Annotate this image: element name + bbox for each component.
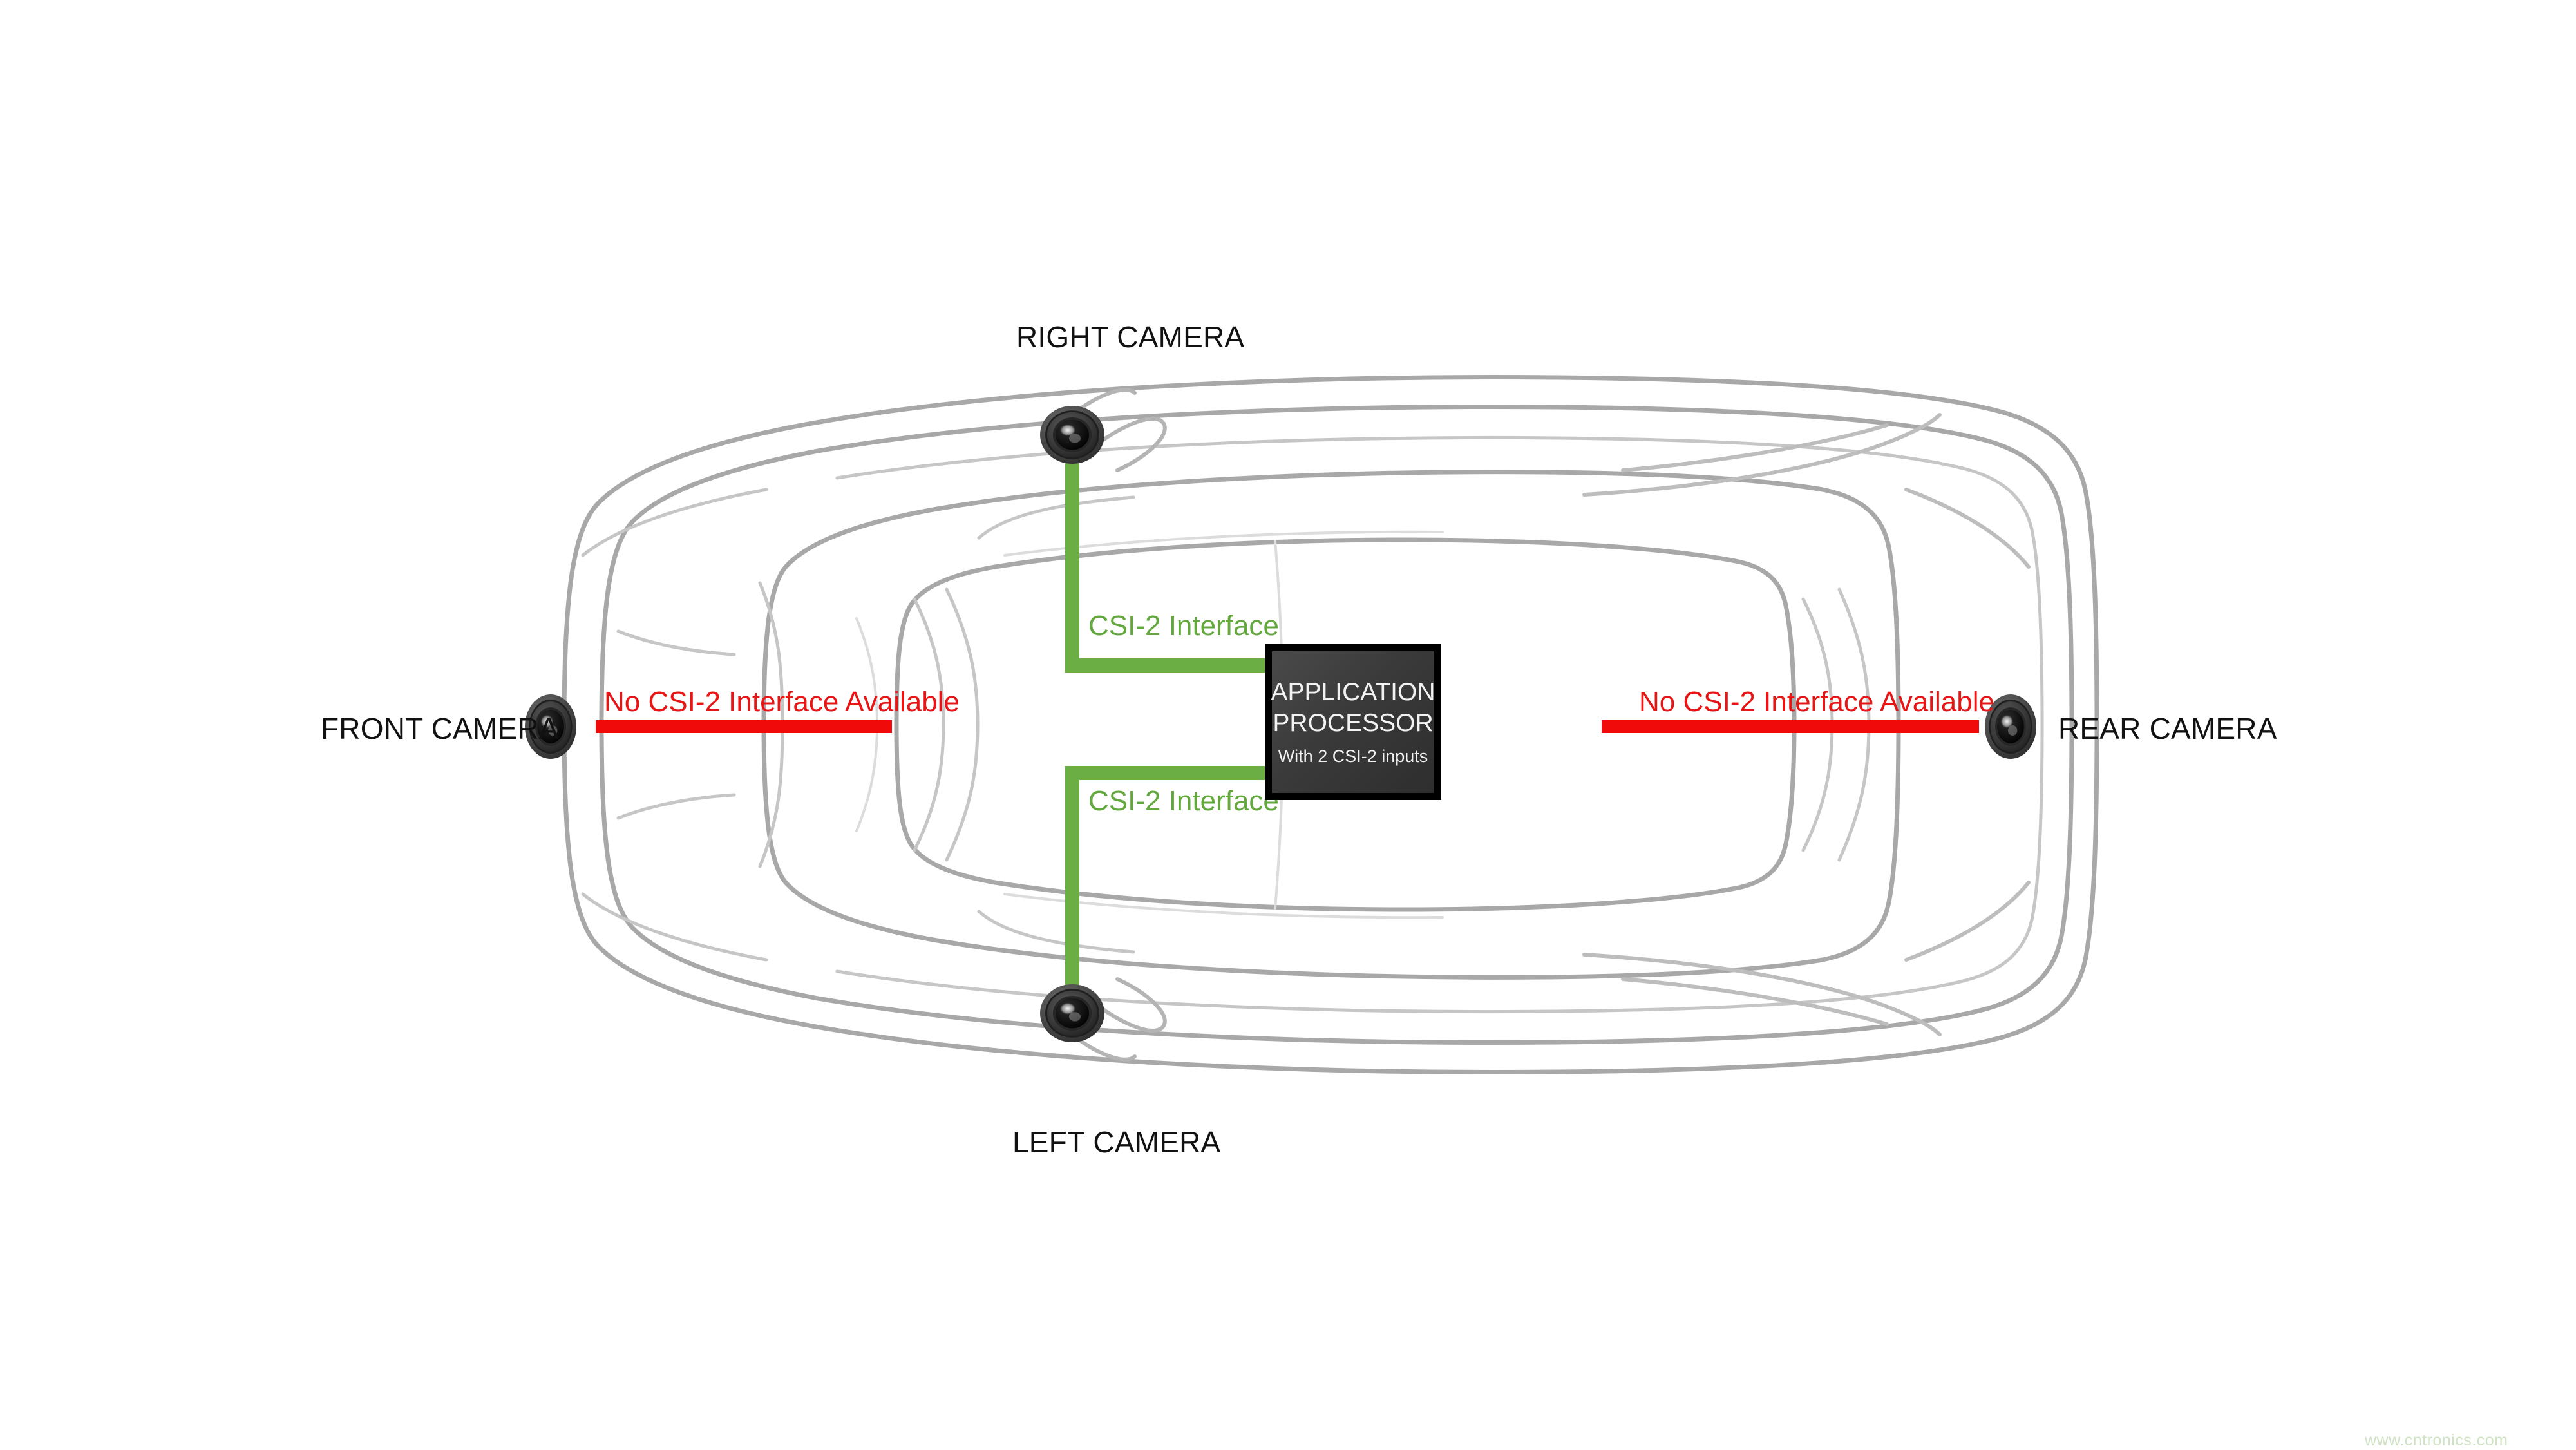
rear-camera-label: REAR CAMERA — [2058, 712, 2277, 745]
application-processor-title-line1: APPLICATION — [1271, 678, 1435, 707]
application-processor-subtitle: With 2 CSI-2 inputs — [1278, 747, 1428, 767]
right-camera-lens-icon[interactable] — [1040, 406, 1104, 464]
application-processor-title-line2: PROCESSOR — [1273, 709, 1434, 737]
site-watermark: www.cntronics.com — [2365, 1431, 2508, 1449]
left-camera-label: LEFT CAMERA — [1012, 1125, 1221, 1159]
application-processor-chip[interactable]: APPLICATION PROCESSOR With 2 CSI-2 input… — [1265, 644, 1441, 800]
right-camera-label: RIGHT CAMERA — [1016, 320, 1245, 354]
front-camera-label: FRONT CAMERA — [321, 712, 559, 745]
left-camera-link-label: CSI-2 Interface — [1088, 785, 1279, 817]
front-camera-link-label: No CSI-2 Interface Available — [604, 686, 960, 718]
left-camera-link-line — [1065, 766, 1278, 1005]
right-camera-link-line — [1065, 444, 1278, 673]
right-camera-link-label: CSI-2 Interface — [1088, 610, 1279, 642]
left-camera-lens-icon[interactable] — [1040, 984, 1104, 1042]
rear-camera-link-label: No CSI-2 Interface Available — [1639, 686, 1994, 718]
application-processor-chip-face: APPLICATION PROCESSOR With 2 CSI-2 input… — [1271, 651, 1435, 793]
